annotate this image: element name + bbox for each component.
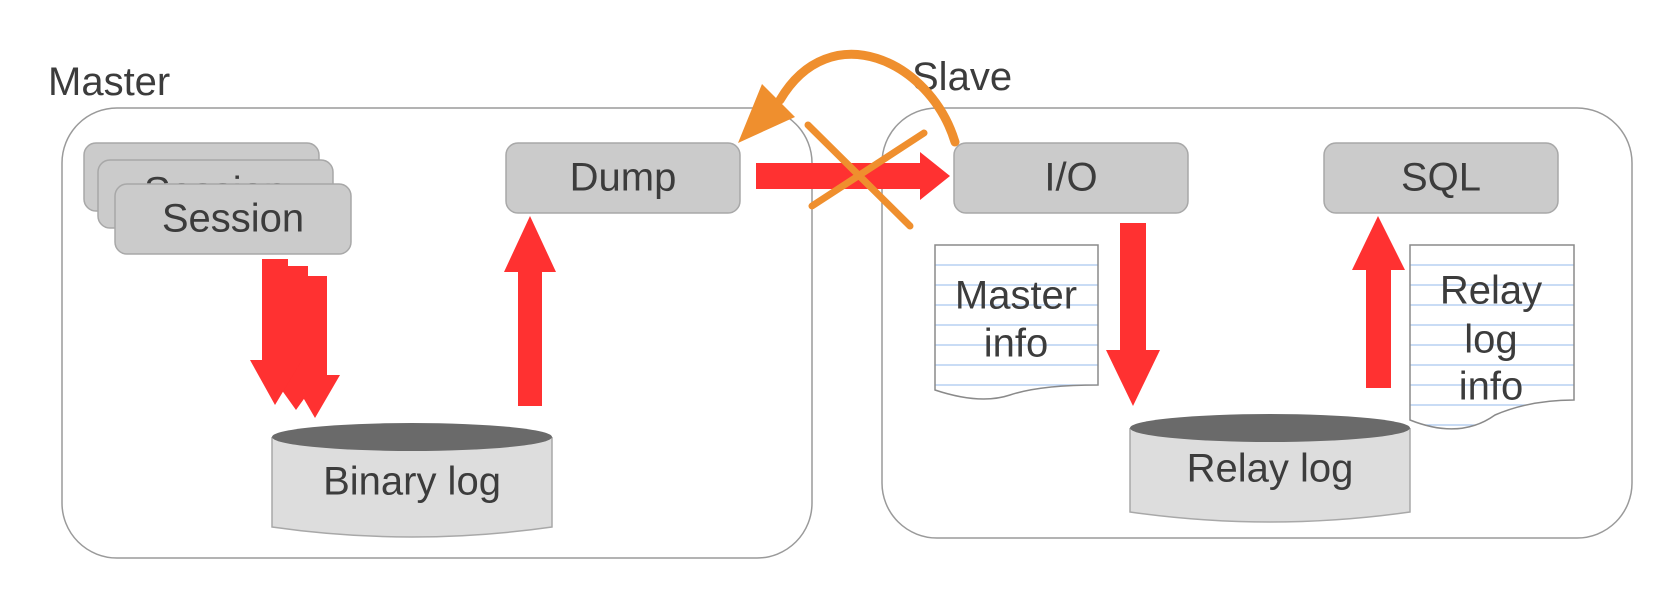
slave-container	[881, 107, 1633, 539]
write-arrow-2	[271, 266, 321, 410]
sql-label: SQL	[1401, 156, 1481, 200]
dump-box	[505, 142, 741, 214]
connection-cross-icon	[804, 121, 928, 230]
io-label: I/O	[1044, 156, 1097, 200]
master-info-line-1: Master	[955, 274, 1077, 318]
write-arrow-3	[250, 259, 302, 405]
relay-log-info-line-2: log	[1464, 318, 1517, 362]
io-to-relaylog-arrow	[1106, 223, 1160, 406]
session-to-binlog-arrows	[250, 259, 340, 418]
sql-box	[1323, 142, 1559, 214]
binary-log-cylinder: Binary log	[271, 423, 553, 538]
master-title: Master	[48, 60, 170, 104]
master-info-line-2: info	[984, 322, 1049, 366]
binlog-to-dump-arrow	[504, 216, 556, 406]
relay-log-info-line-1: Relay	[1440, 269, 1542, 313]
session-stack: Session Session	[83, 142, 352, 255]
master-info-document: Master info	[934, 244, 1099, 400]
relay-log-info-document: Relay log info	[1409, 244, 1575, 430]
dump-label: Dump	[570, 156, 677, 200]
binary-log-label: Binary log	[323, 460, 501, 504]
orange-return-arrow	[738, 49, 960, 147]
relaylog-to-sql-arrow	[1352, 216, 1405, 388]
session-box-front	[114, 183, 352, 255]
relay-log-info-line-3: info	[1459, 365, 1524, 409]
session-label: Session	[162, 197, 304, 241]
relay-log-label: Relay log	[1187, 447, 1354, 491]
relay-log-cylinder: Relay log	[1129, 414, 1411, 523]
master-container	[61, 107, 813, 559]
io-box	[953, 142, 1189, 214]
